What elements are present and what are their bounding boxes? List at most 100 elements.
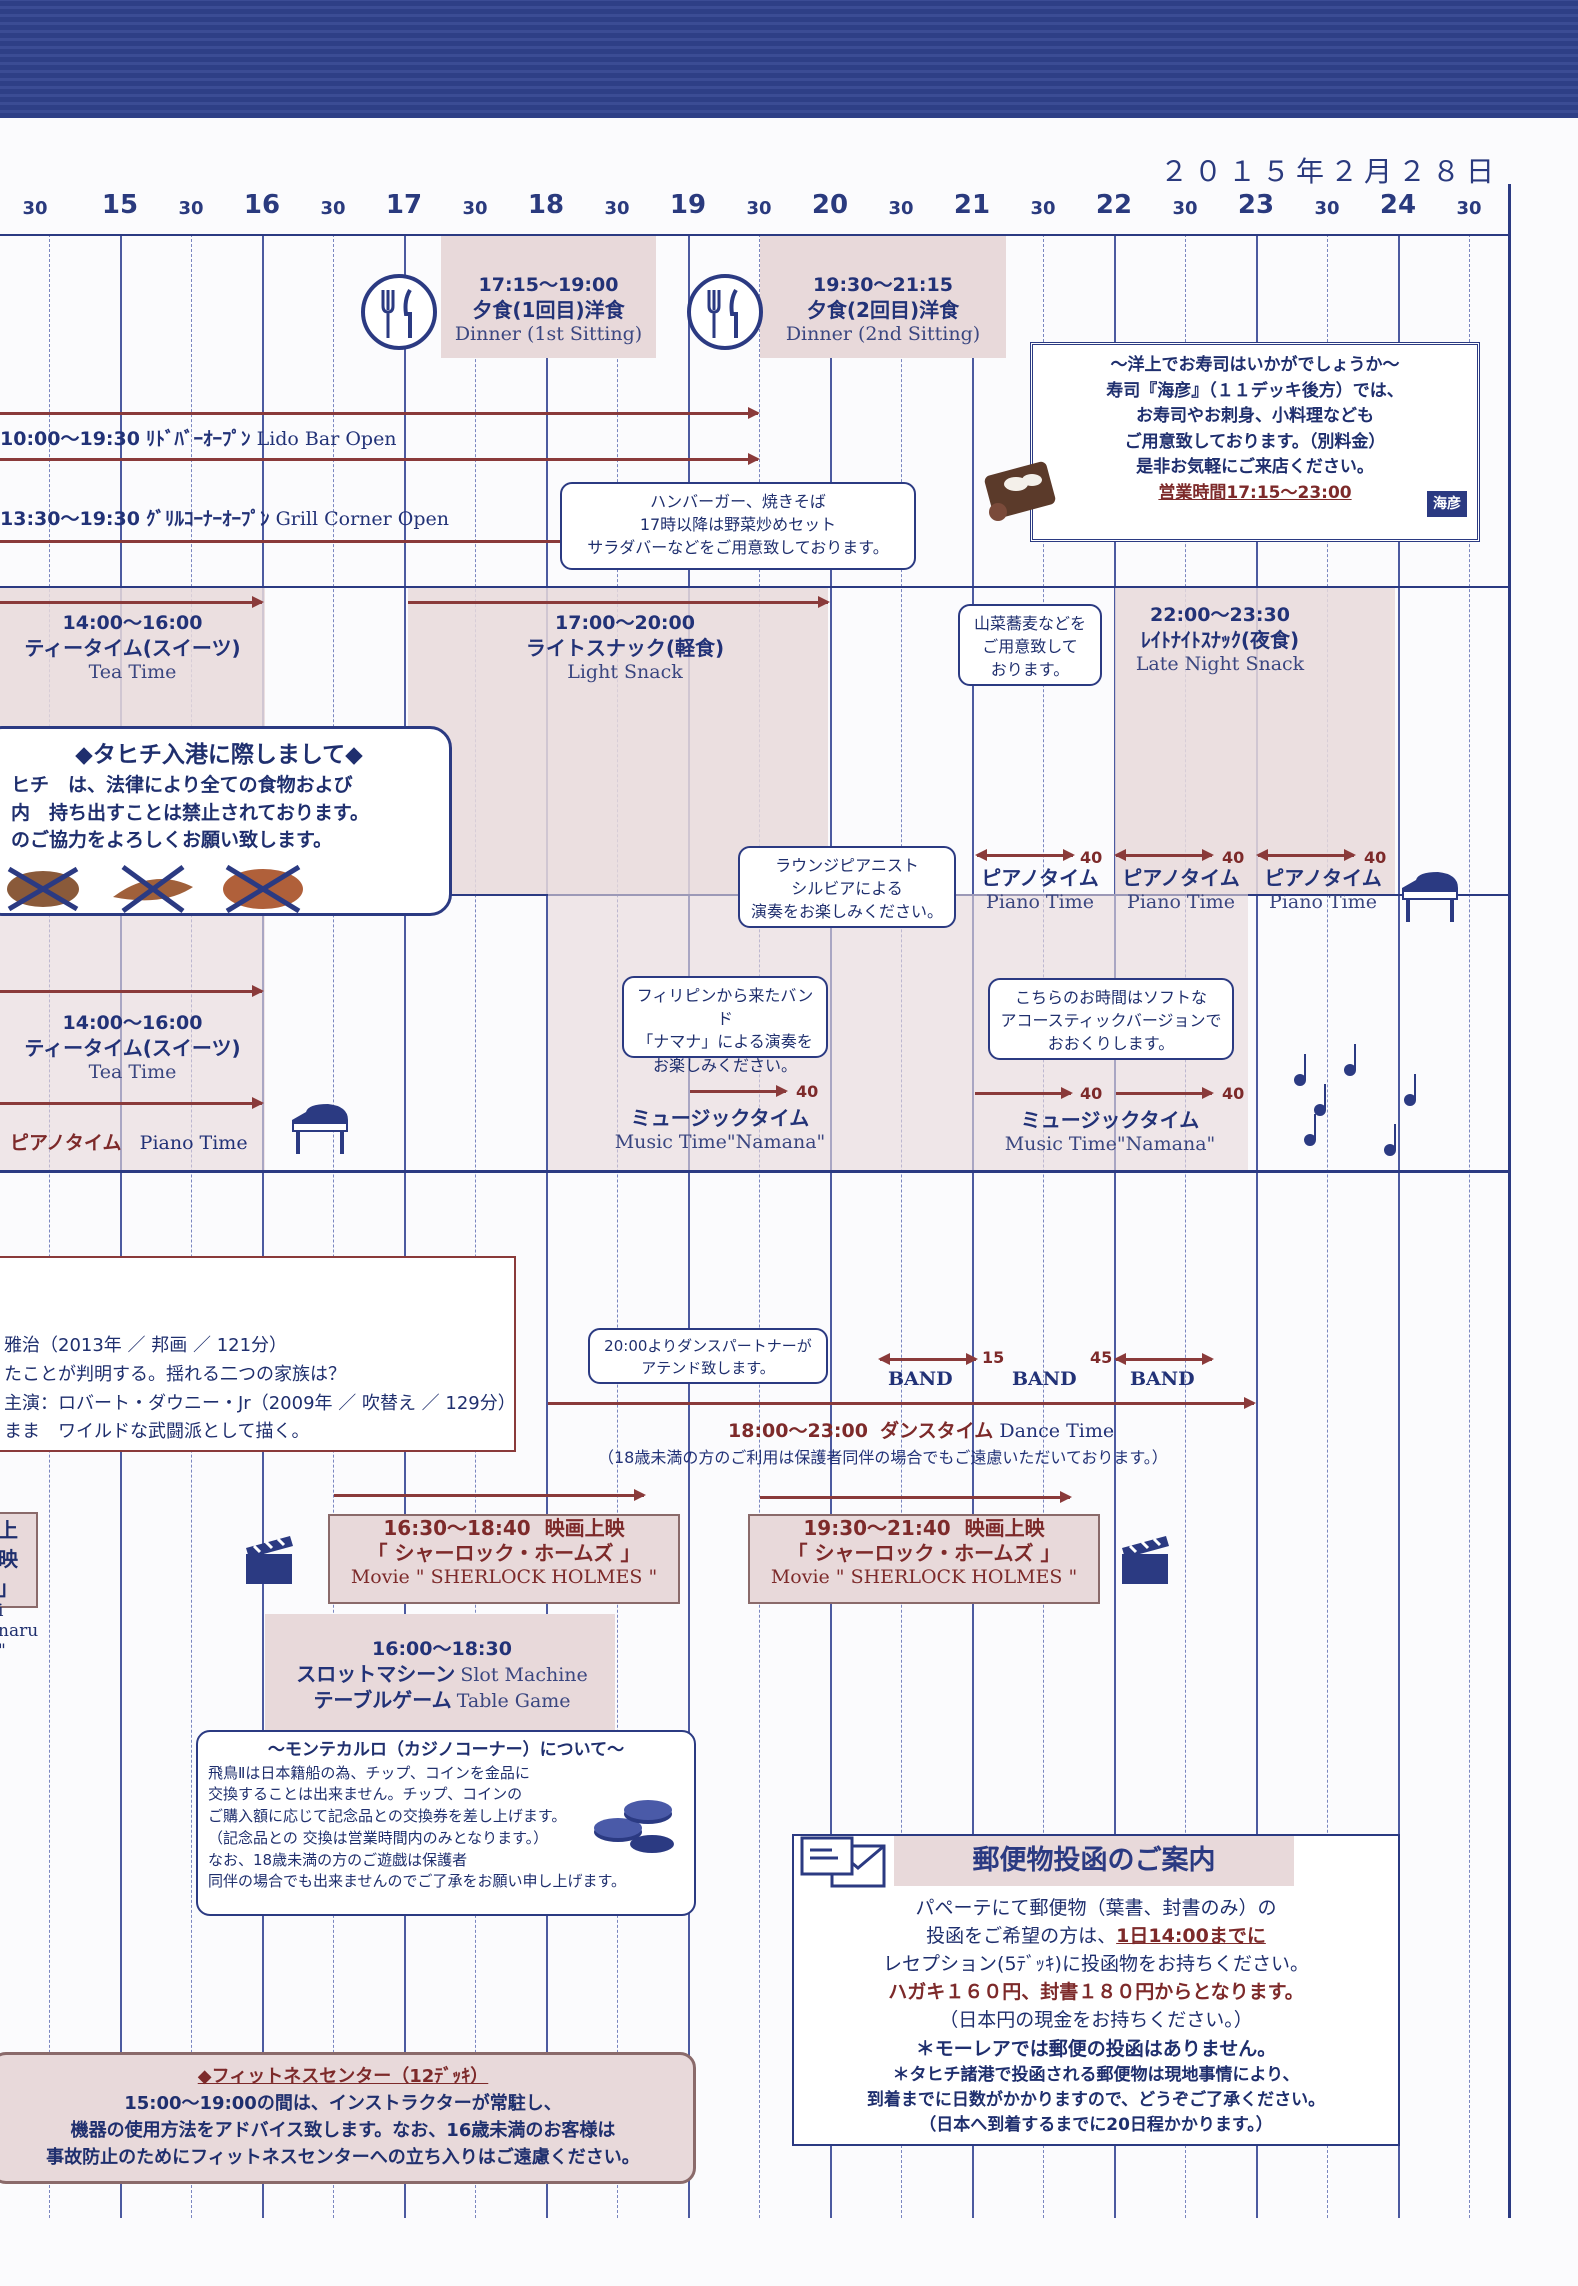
dinner1-english: Dinner (1st Sitting) xyxy=(454,322,643,345)
sushi-hours: 営業時間17:15～23:00 xyxy=(1158,482,1352,503)
grid-hour-line xyxy=(546,234,548,2218)
casino-line: 同伴の場合でも出来ませんのでご了承をお願い申し上げます。 xyxy=(208,1872,627,1891)
movie-left-l1: 上映 xyxy=(0,1518,18,1571)
piano-minute: 40 xyxy=(1222,848,1245,867)
lido-bar-label: 10:00～19:30 ﾘﾄﾞﾊﾞｰｵｰﾌﾟﾝ Lido Bar Open xyxy=(0,424,397,451)
movie-info-line: まま ワイルドな武闘派として描く。 xyxy=(4,1421,310,1443)
mail-line: （日本へ到着するまでに20日程かかります。） xyxy=(919,2114,1273,2135)
slot-l1: スロットマシーン xyxy=(296,1661,456,1686)
grid-hour-line xyxy=(1256,234,1258,2218)
grid-half-hour-line xyxy=(49,234,50,2218)
grid-hour-line xyxy=(120,234,122,2218)
grid-half-hour-line xyxy=(759,234,760,2218)
grid-half-hour-line xyxy=(191,234,192,2218)
tea2-time: 14:00～16:00 xyxy=(62,1012,203,1034)
grid-half-hour-line xyxy=(1469,234,1470,2218)
acoustic-line: アコースティックバージョンで xyxy=(1000,1011,1222,1031)
piano-left: ピアノタイム Piano Time xyxy=(10,1128,248,1155)
snack-arrow xyxy=(408,596,830,608)
half-hour-label: 30 xyxy=(22,198,48,219)
piano-time-block: ピアノタイム Piano Time xyxy=(1253,866,1393,915)
hour-label: 21 xyxy=(953,190,991,220)
movie2-title: 「 シャーロック・ホームズ 」 xyxy=(787,1541,1061,1565)
casino-chips-icon xyxy=(590,1792,680,1869)
soba-note-bubble: 山菜蕎麦などを ご用意致して おります。 xyxy=(958,604,1102,686)
casino-notice: ～モンテカルロ（カジノコーナー）について～ 飛鳥Ⅱは日本籍船の為、チップ、コイン… xyxy=(196,1730,696,1916)
snack-time: 17:00～20:00 xyxy=(555,612,695,634)
dinner-first-sitting: 17:15～19:00 夕食(1回目)洋食 Dinner (1st Sittin… xyxy=(441,274,656,347)
tahiti-title: ◆タヒチ入港に際しまして◆ xyxy=(75,742,363,768)
grid-hour-line xyxy=(688,234,690,2218)
grill-note-line: ハンバーガー、焼きそば xyxy=(650,492,826,511)
movie1-time: 16:30～18:40 xyxy=(383,1516,531,1540)
clapperboard-icon xyxy=(1116,1530,1176,1594)
music-notes-icon xyxy=(1280,1040,1450,1174)
fork-knife-icon xyxy=(360,270,438,358)
header-band xyxy=(0,0,1578,118)
hour-label: 20 xyxy=(811,190,849,220)
half-hour-label: 30 xyxy=(320,198,346,219)
soba-line: 山菜蕎麦などを xyxy=(973,614,1086,633)
tea2-english: Tea Time xyxy=(88,1060,177,1083)
piano-minute: 40 xyxy=(1080,848,1103,867)
snack-title: ライトスナック(軽食) xyxy=(525,635,725,660)
snack-shade xyxy=(408,588,828,894)
sushi-line: 寿司『海彦』（１１デッキ後方）では、 xyxy=(1106,380,1404,401)
casino-line: （記念品との 交換は営業時間内のみとなります。） xyxy=(208,1828,549,1847)
band-note-bubble: フィリピンから来たバンド 「ナマナ」による演奏を お楽しみください。 xyxy=(622,976,828,1075)
piano-left-en: Piano Time xyxy=(139,1132,248,1154)
grill-note-bubble: ハンバーガー、焼きそば 17時以降は野菜炒めセット サラダバーなどをご用意致して… xyxy=(560,482,916,570)
grill-jp: ｸﾞﾘﾙｺｰﾅｰｵｰﾌﾟﾝ xyxy=(146,508,270,530)
grill-time: 13:30～19:30 xyxy=(0,508,140,530)
grill-corner-label: 13:30～19:30 ｸﾞﾘﾙｺｰﾅｰｵｰﾌﾟﾝ Grill Corner O… xyxy=(0,504,449,531)
slot-l1-en: Slot Machine xyxy=(460,1663,588,1686)
band-arrow xyxy=(1114,1353,1214,1365)
lounge-shade xyxy=(0,894,265,1170)
tea1-english: Tea Time xyxy=(88,660,177,683)
movie-sherlock-2: 19:30～21:40 映画上映 「 シャーロック・ホームズ 」 Movie "… xyxy=(748,1514,1100,1604)
piano-minute: 40 xyxy=(1364,848,1387,867)
band-minute: 45 xyxy=(1090,1348,1113,1367)
grid-hour-line xyxy=(1398,234,1400,2218)
half-hour-label: 30 xyxy=(462,198,488,219)
movie1-arrow xyxy=(334,1489,646,1501)
lido-time: 10:00～19:30 xyxy=(0,428,140,450)
music-time-block: ミュージックタイム Music Time"Namana" xyxy=(990,1108,1230,1157)
teatime-lower: 14:00～16:00 ティータイム(スイーツ) Tea Time xyxy=(0,1012,265,1085)
grid-half-hour-line xyxy=(475,234,476,2218)
dance-note: （18歳未満の方のご利用は保護者同伴の場合でもご遠慮いただいております。） xyxy=(598,1448,1168,1467)
pianist-note-bubble: ラウンジピアニスト シルビアによる 演奏をお楽しみください。 xyxy=(738,846,956,928)
grill-note-line: サラダバーなどをご用意致しております。 xyxy=(587,538,889,558)
movie2-jp: 映画上映 xyxy=(964,1516,1045,1540)
lido-arrow xyxy=(0,407,760,419)
piano-english: Piano Time xyxy=(1269,891,1377,913)
music-minute: 40 xyxy=(1080,1084,1103,1103)
grand-piano-icon xyxy=(1398,868,1462,932)
latenight-shade xyxy=(1115,588,1395,894)
mail-line: 投函をご希望の方は、 xyxy=(926,1925,1117,1948)
sushi-logo: 海彦 xyxy=(1427,491,1467,517)
lido-arrow-2 xyxy=(0,453,760,465)
pianist-line: ラウンジピアニスト xyxy=(775,856,919,875)
grid-hour-line xyxy=(830,234,832,2218)
grid-hour-line xyxy=(404,234,406,2218)
grid-half-hour-line xyxy=(1043,234,1044,2218)
mail-line: ＊モーレアでは郵便の投函はありません。 xyxy=(915,2037,1277,2060)
half-hour-label: 30 xyxy=(1030,198,1056,219)
music-time-block: ミュージックタイム Music Time"Namana" xyxy=(600,1106,840,1155)
movie-left-l2: 」 xyxy=(0,1576,18,1600)
movie-info-line: 主演：ロバート・ダウニー・Jr（2009年 ／ 吹替え ／ 129分） xyxy=(4,1392,516,1414)
dinner1-title: 夕食(1回目)洋食 xyxy=(472,297,625,322)
band-label: BAND xyxy=(888,1368,953,1390)
sushi-notice: ～洋上でお寿司はいかがでしょうか～ 寿司『海彦』（１１デッキ後方）では、 お寿司… xyxy=(1030,342,1480,542)
hour-label: 22 xyxy=(1095,190,1133,220)
fitness-line: 15:00～19:00の間は、インストラクターが常駐し、 xyxy=(124,2093,562,2114)
music-arrow xyxy=(975,1087,1073,1099)
slot-l2: テーブルゲーム xyxy=(313,1687,452,1712)
grid-hour-line xyxy=(972,234,974,2218)
pianist-line: シルビアによる xyxy=(791,879,903,899)
band-minute: 15 xyxy=(982,1348,1005,1367)
grid-half-hour-line xyxy=(1327,234,1328,2218)
tea2-title: ティータイム(スイーツ) xyxy=(24,1035,241,1060)
half-hour-label: 30 xyxy=(1314,198,1340,219)
